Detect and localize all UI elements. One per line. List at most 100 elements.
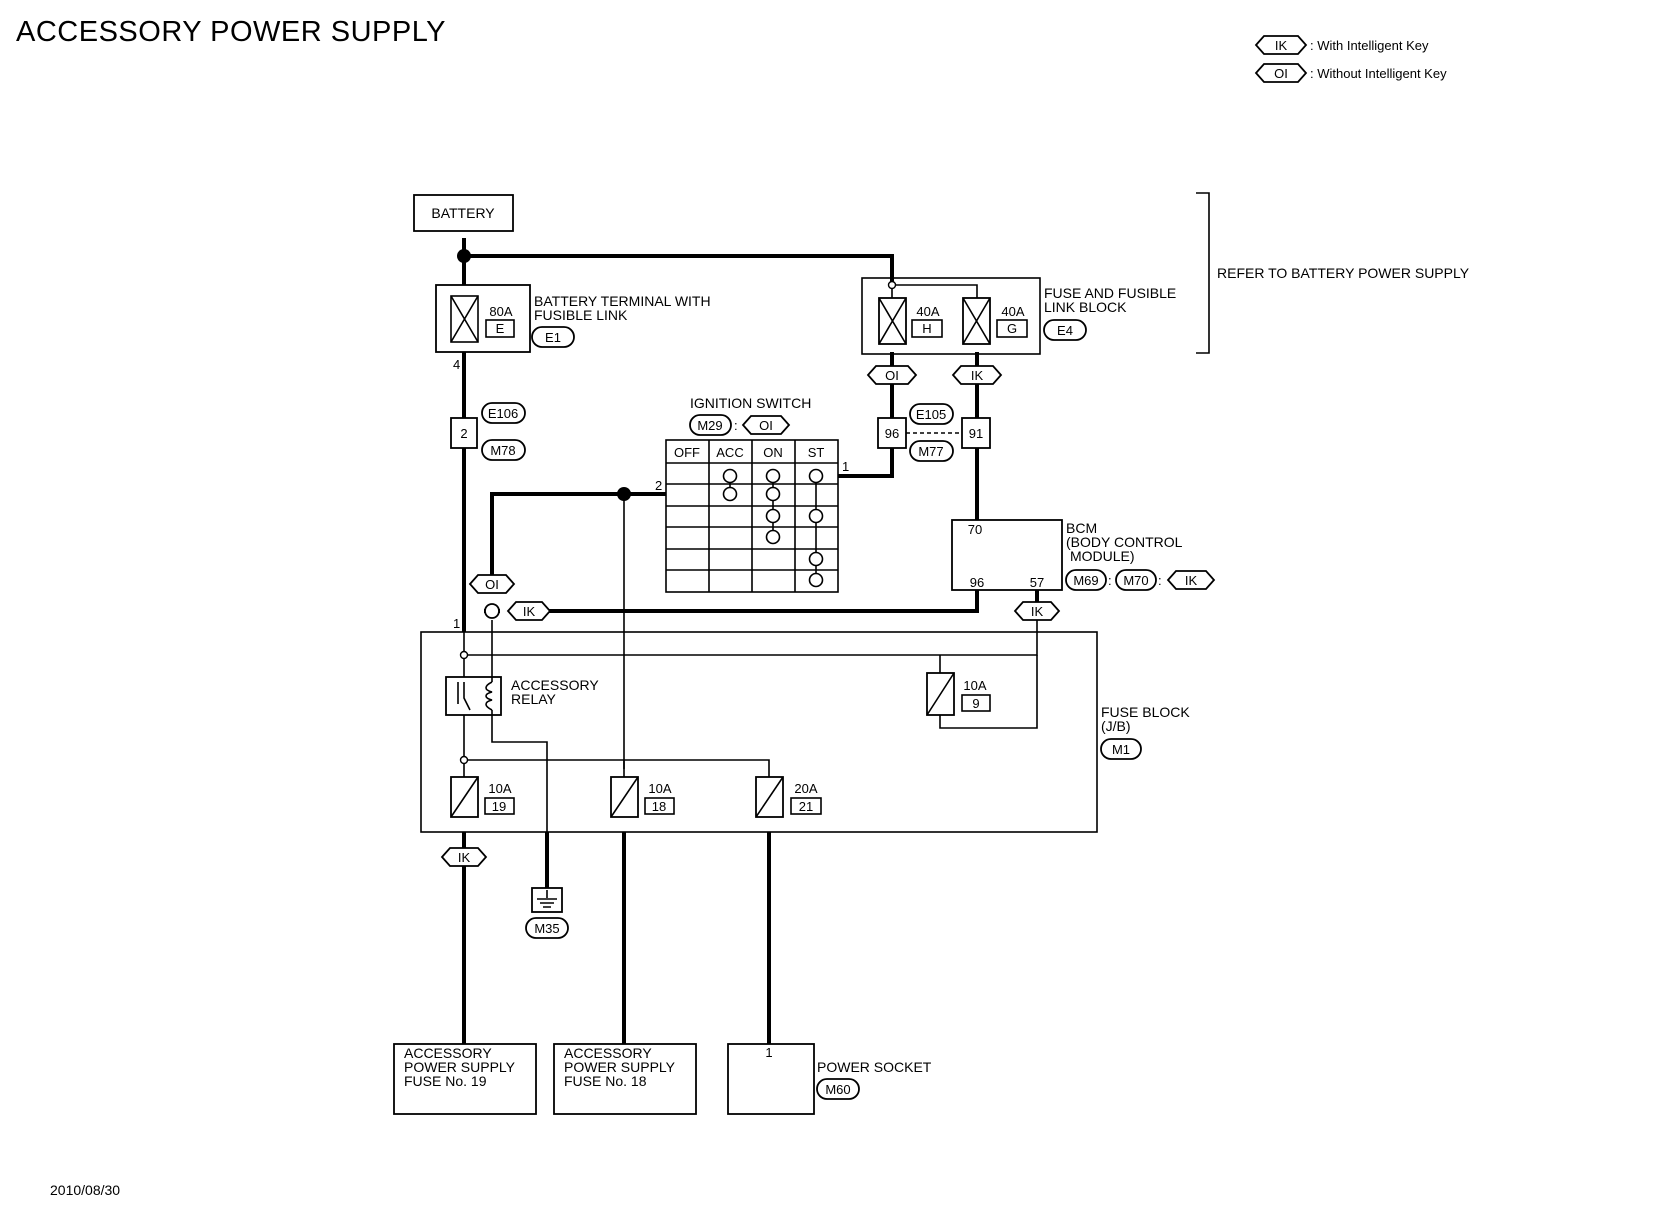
connector-e4: E4 bbox=[1043, 319, 1087, 341]
svg-text:21: 21 bbox=[799, 799, 813, 814]
ign-col-acc: ACC bbox=[716, 445, 743, 460]
page-title: ACCESSORY POWER SUPPLY bbox=[16, 16, 446, 48]
svg-text:10A: 10A bbox=[648, 781, 671, 796]
svg-text:10A: 10A bbox=[488, 781, 511, 796]
tag-oi-relay: OI bbox=[468, 574, 516, 594]
fuse-18: 10A 18 bbox=[610, 776, 675, 818]
ignition-contacts bbox=[722, 468, 824, 588]
ignition-switch: IGNITION SWITCH M29 : OI OFF ACC ON ST bbox=[655, 395, 849, 593]
svg-text::: : bbox=[734, 418, 738, 433]
legend-ik-tag: IK bbox=[1254, 35, 1308, 55]
svg-text:H: H bbox=[922, 321, 931, 336]
svg-text:96: 96 bbox=[885, 426, 899, 441]
svg-text:40A: 40A bbox=[916, 304, 939, 319]
connector-m60: M60 bbox=[816, 1078, 860, 1100]
svg-text:M35: M35 bbox=[534, 921, 559, 936]
tag-ik-relay: IK bbox=[506, 601, 552, 621]
ign-pin-1: 1 bbox=[842, 459, 849, 474]
battery-box: BATTERY bbox=[413, 194, 514, 232]
tag-ik-fuse19: IK bbox=[440, 847, 488, 867]
svg-text:OI: OI bbox=[485, 577, 499, 592]
svg-text:M69: M69 bbox=[1073, 573, 1098, 588]
output-fuse-18: ACCESSORY POWER SUPPLY FUSE No. 18 bbox=[553, 1043, 697, 1115]
svg-text:IK: IK bbox=[1185, 573, 1198, 588]
svg-text:E4: E4 bbox=[1057, 323, 1073, 338]
connector-m35: M35 bbox=[525, 917, 569, 939]
fuse-block: 1 FUSE BLOCK (J/B) M1 ACCESSORY RELAY 10… bbox=[420, 616, 1190, 833]
fuse-link-block-label-2: LINK BLOCK bbox=[1044, 299, 1127, 315]
fuse-block-label-2: (J/B) bbox=[1101, 718, 1131, 734]
ignition-switch-label: IGNITION SWITCH bbox=[690, 395, 811, 411]
ign-col-off: OFF bbox=[674, 445, 700, 460]
bcm-label-1: BCM bbox=[1066, 520, 1097, 536]
svg-text:IK: IK bbox=[523, 604, 536, 619]
legend-oi-text: : Without Intelligent Key bbox=[1310, 66, 1447, 81]
output-fuse-19: ACCESSORY POWER SUPPLY FUSE No. 19 bbox=[393, 1043, 537, 1115]
bcm-label-2: (BODY CONTROL bbox=[1066, 534, 1183, 550]
fusible-link-e-icon bbox=[450, 295, 479, 343]
tag-oi-ignition: OI bbox=[741, 415, 791, 435]
output-power-socket: 1 POWER SOCKET M60 bbox=[727, 1043, 932, 1115]
connector-m70: M70 bbox=[1115, 569, 1157, 591]
fuse-21: 20A 21 bbox=[755, 776, 822, 818]
fuse-19: 10A 19 bbox=[450, 776, 515, 818]
battery-terminal-label-1: BATTERY TERMINAL WITH bbox=[534, 293, 711, 309]
svg-text:1: 1 bbox=[765, 1045, 772, 1060]
power-socket-label: POWER SOCKET bbox=[817, 1059, 932, 1075]
connector-m29: M29 bbox=[689, 414, 732, 436]
junction-dot-ign bbox=[617, 487, 631, 501]
tag-ik-bcm57: IK bbox=[1013, 601, 1061, 621]
connector-e106: E106 bbox=[481, 402, 526, 424]
svg-text:2: 2 bbox=[460, 426, 467, 441]
junction-small-1 bbox=[459, 650, 469, 660]
battery-terminal-block: 80A E BATTERY TERMINAL WITH FUSIBLE LINK… bbox=[435, 284, 711, 372]
bcm-module: 70 96 57 BCM (BODY CONTROL MODULE) M69 :… bbox=[951, 519, 1216, 591]
svg-text:M1: M1 bbox=[1112, 742, 1130, 757]
ign-pin-2: 2 bbox=[655, 478, 662, 493]
bcm-label-3: MODULE) bbox=[1070, 548, 1135, 564]
connector-m69: M69 bbox=[1065, 569, 1107, 591]
svg-text:ACCESSORY: ACCESSORY bbox=[564, 1045, 652, 1061]
legend-ik-text: : With Intelligent Key bbox=[1310, 38, 1429, 53]
svg-text:POWER SUPPLY: POWER SUPPLY bbox=[564, 1059, 676, 1075]
pin-4: 4 bbox=[453, 357, 460, 372]
svg-text:M78: M78 bbox=[490, 443, 515, 458]
tag-oi-upper: OI bbox=[866, 365, 918, 385]
svg-text:OI: OI bbox=[759, 418, 773, 433]
svg-text:G: G bbox=[1007, 321, 1017, 336]
svg-text:E105: E105 bbox=[916, 407, 946, 422]
fusible-link-g-icon bbox=[962, 297, 991, 345]
svg-text:OI: OI bbox=[885, 368, 899, 383]
legend-oi-tag: OI bbox=[1254, 63, 1308, 83]
svg-text:M29: M29 bbox=[697, 418, 722, 433]
svg-text:M60: M60 bbox=[825, 1082, 850, 1097]
svg-text::: : bbox=[1158, 573, 1162, 588]
fuse-link-block: 40A H 40A G FUSE AND FUSIBLE LINK BLOCK … bbox=[861, 277, 1176, 355]
svg-text:9: 9 bbox=[972, 696, 979, 711]
svg-text:E106: E106 bbox=[488, 406, 518, 421]
svg-text::: : bbox=[1108, 573, 1112, 588]
svg-text:96: 96 bbox=[970, 575, 984, 590]
tag-ik-bcm: IK bbox=[1166, 570, 1216, 590]
svg-text:E: E bbox=[496, 321, 505, 336]
refer-bracket bbox=[1196, 192, 1210, 354]
svg-text:IK: IK bbox=[458, 850, 471, 865]
svg-text:OI: OI bbox=[1274, 66, 1288, 81]
connector-e105: E105 bbox=[909, 403, 954, 425]
junction-dot-top bbox=[457, 249, 471, 263]
connector-e1: E1 bbox=[531, 326, 575, 348]
relay-label-2: RELAY bbox=[511, 691, 557, 707]
joint-left: 2 E106 M78 bbox=[450, 402, 526, 461]
svg-text:18: 18 bbox=[652, 799, 666, 814]
accessory-relay: ACCESSORY RELAY bbox=[445, 676, 599, 716]
ground-icon bbox=[531, 887, 563, 913]
svg-text:80A: 80A bbox=[489, 304, 512, 319]
svg-text:IK: IK bbox=[971, 368, 984, 383]
junction-open-ik bbox=[484, 603, 500, 619]
tag-ik-upper: IK bbox=[951, 365, 1003, 385]
wires bbox=[462, 238, 1039, 1044]
svg-text:40A: 40A bbox=[1001, 304, 1024, 319]
fuse-link-block-label-1: FUSE AND FUSIBLE bbox=[1044, 285, 1176, 301]
fuse-block-label-1: FUSE BLOCK bbox=[1101, 704, 1190, 720]
